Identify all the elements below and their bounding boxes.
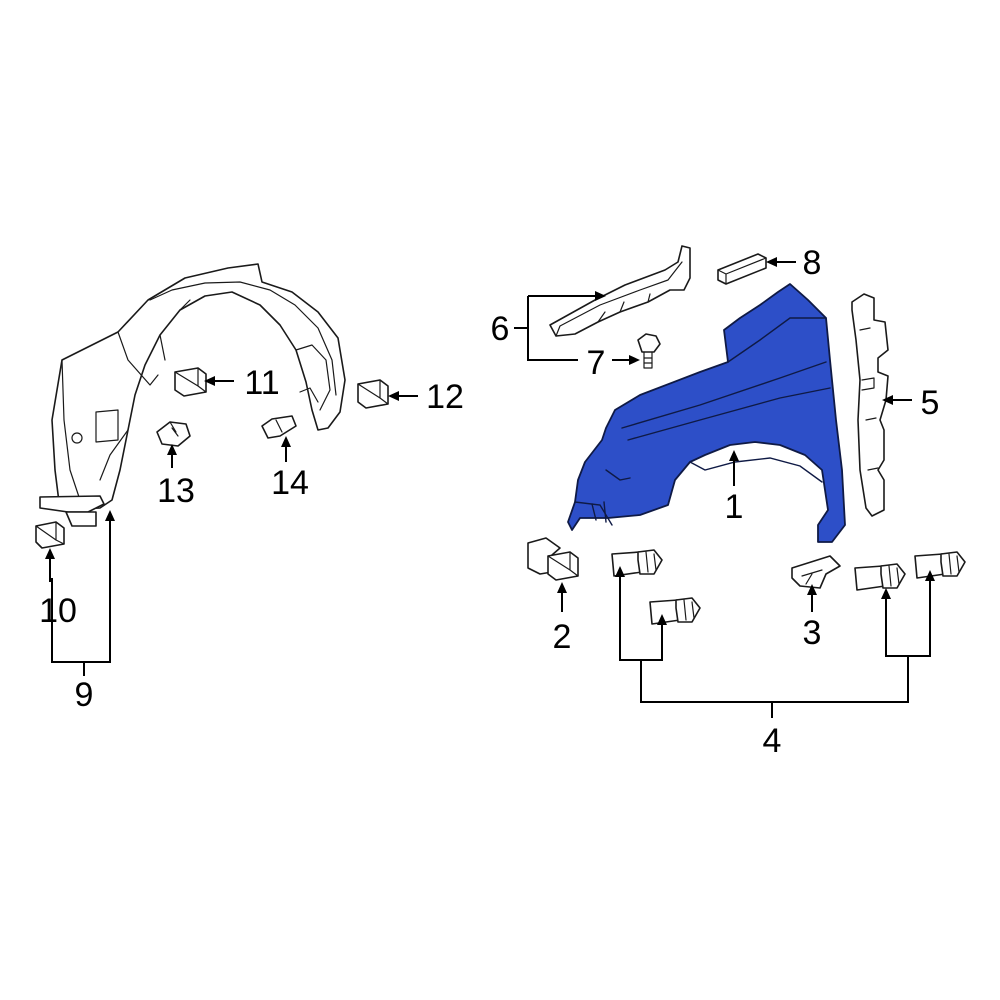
push-pin-13[interactable] — [156, 421, 191, 447]
bolt-7[interactable] — [637, 333, 661, 369]
callout-6: 6 — [491, 310, 510, 348]
retainer-clip-10[interactable] — [35, 521, 65, 549]
leader-lines — [49, 261, 931, 718]
callout-12: 12 — [426, 378, 464, 416]
callout-11: 11 — [244, 364, 279, 402]
callout-7: 7 — [587, 344, 606, 382]
fender-liner[interactable] — [39, 263, 346, 527]
callout-4: 4 — [763, 722, 782, 760]
callout-8: 8 — [803, 244, 822, 282]
callout-2: 2 — [553, 618, 572, 656]
callout-14: 14 — [271, 464, 309, 502]
bolt-4d[interactable] — [914, 551, 966, 579]
retainer-2[interactable] — [527, 537, 579, 581]
bracket-3[interactable] — [791, 555, 841, 589]
fender-bracket-6[interactable] — [549, 245, 691, 337]
fender-seal-5[interactable] — [851, 293, 889, 517]
callout-9: 9 — [75, 676, 94, 714]
callout-1: 1 — [725, 488, 744, 526]
insulator-pad-8[interactable] — [717, 253, 767, 285]
bolt-4b[interactable] — [649, 597, 701, 625]
push-pin-14[interactable] — [261, 415, 297, 439]
callout-labels: 1 2 3 4 5 6 7 8 9 10 11 12 13 14 — [39, 244, 939, 760]
callout-3: 3 — [803, 614, 822, 652]
clip-nut-12[interactable] — [357, 379, 389, 409]
clip-nut-11[interactable] — [174, 367, 207, 397]
fender-panel[interactable] — [567, 283, 846, 543]
callout-5: 5 — [921, 384, 940, 422]
callout-10: 10 — [39, 592, 77, 630]
arrowheads — [45, 257, 935, 625]
callout-13: 13 — [157, 472, 195, 510]
bolt-4c[interactable] — [854, 563, 906, 591]
